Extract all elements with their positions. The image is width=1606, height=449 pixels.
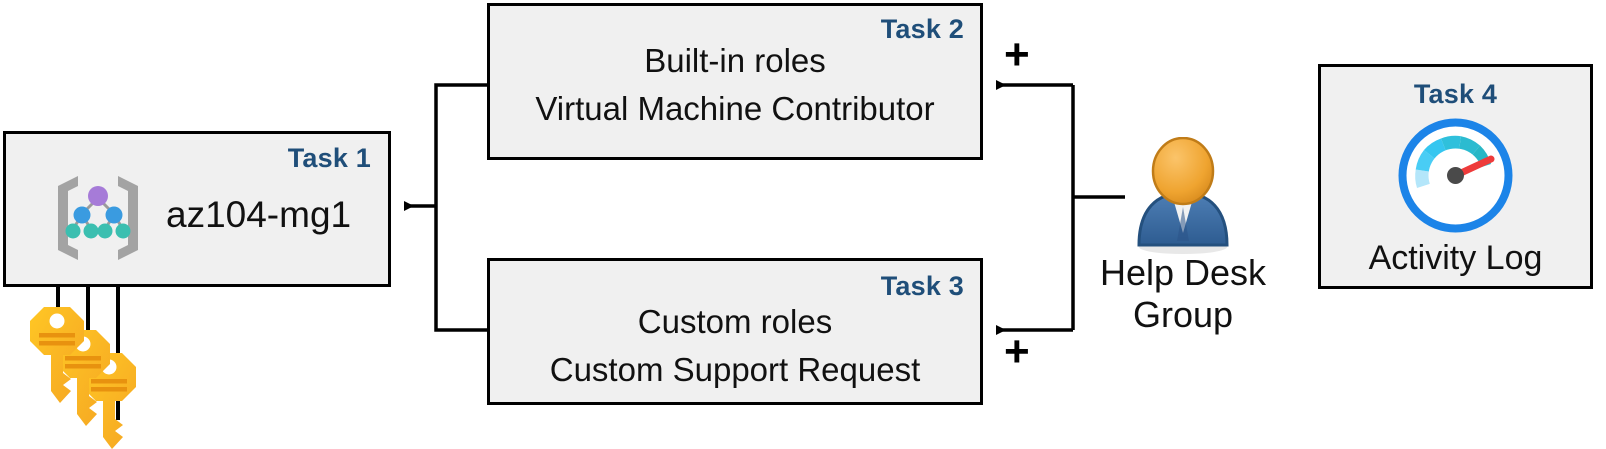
task3-box[interactable]: Task 3 Custom roles Custom Support Reque… <box>487 258 983 405</box>
keys-icon <box>30 307 136 449</box>
task2-line1: Built-in roles <box>644 42 826 79</box>
task2-tag: Task 2 <box>880 14 964 44</box>
task2-line2: Virtual Machine Contributor <box>535 90 935 127</box>
task1-title: az104-mg1 <box>166 194 352 235</box>
actor-label-line2: Group <box>1132 294 1234 335</box>
actor-label: Help Desk Group <box>1085 252 1281 336</box>
task4-label: Activity Log <box>1368 239 1543 277</box>
task4-box[interactable]: Task 4 Activity Log <box>1318 64 1593 289</box>
plus-icon-top: + <box>1004 30 1030 79</box>
task4-tag: Task 4 <box>1413 79 1498 109</box>
user-group-person-icon <box>1137 137 1229 254</box>
plus-icon-bottom: + <box>1004 327 1030 376</box>
task1-tag: Task 1 <box>287 143 371 173</box>
task3-line2: Custom Support Request <box>549 351 921 388</box>
activity-log-gauge-icon <box>1398 118 1513 233</box>
actor-label-line1: Help Desk <box>1099 252 1267 293</box>
management-group-icon <box>58 176 138 260</box>
task3-tag: Task 3 <box>880 271 964 301</box>
task3-line1: Custom roles <box>637 303 833 340</box>
task2-box[interactable]: Task 2 Built-in roles Virtual Machine Co… <box>487 3 983 160</box>
task1-box[interactable]: Task 1 az104-mg1 <box>3 131 391 287</box>
